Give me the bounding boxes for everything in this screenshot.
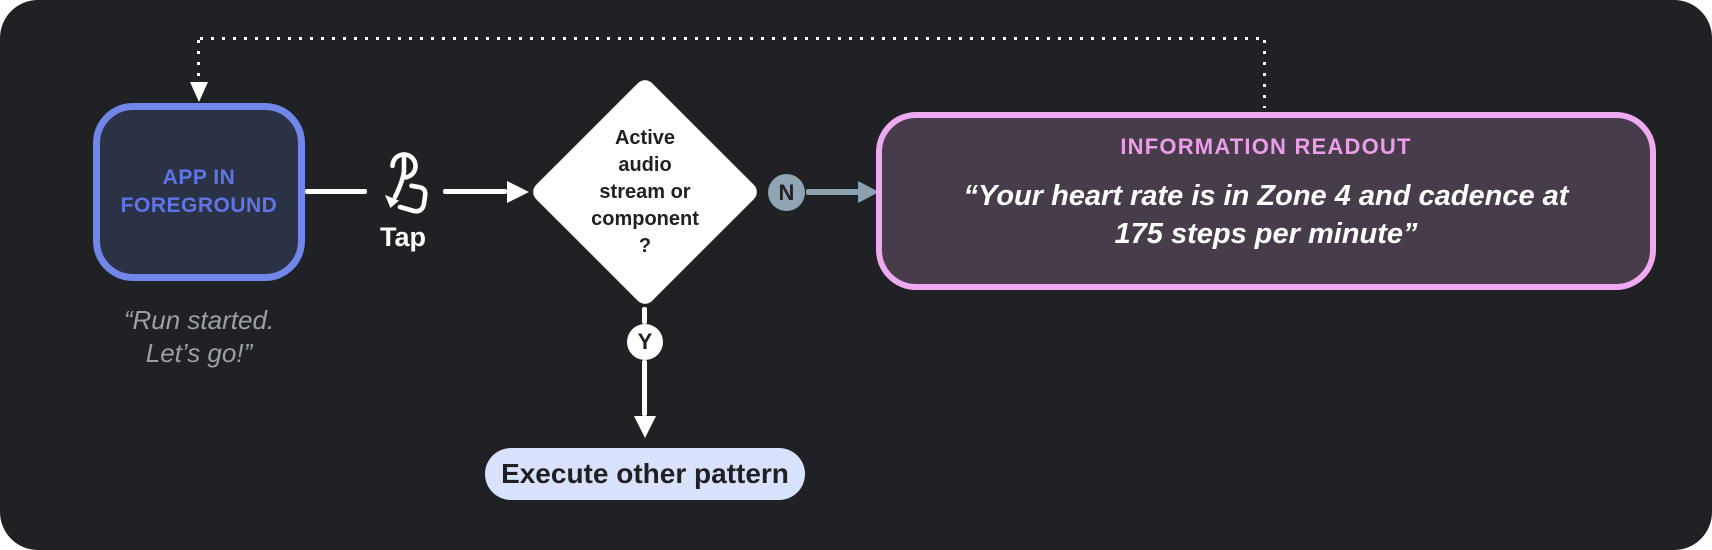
feedback-line-vertical-right: [1263, 40, 1266, 108]
connector-app-to-tap: [305, 189, 367, 194]
connector-yes-to-action: [642, 360, 647, 416]
feedback-line-horizontal: [200, 37, 1266, 40]
app-foreground-label: APP IN FOREGROUND: [120, 166, 278, 217]
connector-yes-arrowhead-icon: [634, 416, 656, 438]
tap-gesture-icon: [385, 152, 428, 214]
no-badge: N: [768, 174, 805, 211]
readout-node: INFORMATION READOUT “Your heart rate is …: [876, 112, 1656, 290]
action-pill: Execute other pattern: [485, 448, 805, 500]
action-label: Execute other pattern: [501, 458, 789, 489]
readout-title: INFORMATION READOUT: [1120, 134, 1412, 159]
connector-tap-to-decision: [443, 189, 507, 194]
tap-finger-arrowhead: [385, 195, 399, 208]
feedback-line-arrowhead-icon: [190, 82, 208, 102]
feedback-line-vertical-left: [197, 40, 200, 82]
connector-tap-arrowhead-icon: [507, 181, 529, 203]
decision-label: Active audio stream or component ?: [591, 127, 699, 257]
connector-no-to-readout: [806, 189, 860, 195]
connector-no-arrowhead-icon: [858, 181, 879, 203]
no-badge-label: N: [778, 179, 795, 205]
yes-badge: Y: [627, 324, 663, 360]
tap-label: Tap: [380, 222, 426, 252]
connector-decision-to-yes: [642, 307, 647, 324]
app-foreground-node: APP IN FOREGROUND: [93, 103, 305, 281]
readout-quote: “Your heart rate is in Zone 4 and cadenc…: [963, 180, 1569, 250]
app-caption: “Run started. Let’s go!”: [123, 305, 275, 368]
yes-badge-label: Y: [637, 329, 653, 354]
